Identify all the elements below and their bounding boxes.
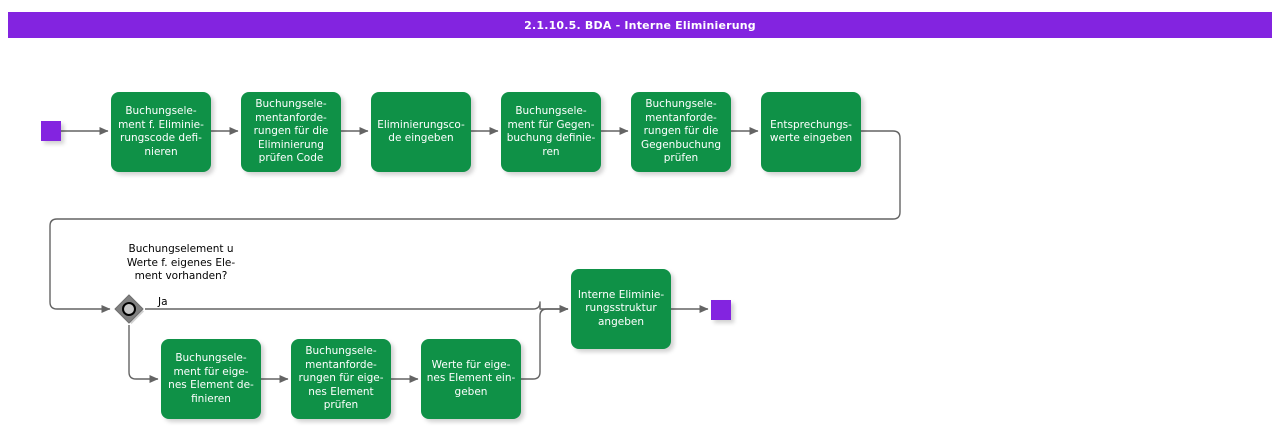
node-label: Buchungsele- mentanforde- rungen für die… [253, 98, 329, 165]
decision-question-label: Buchungselement u Werte f. eigenes Ele- … [126, 243, 236, 282]
process-node-werte-fuer-eigenes-element-eingeben[interactable]: Werte für eige- nes Element ein- geben [421, 339, 521, 419]
page-title: 2.1.10.5. BDA - Interne Eliminierung [524, 18, 756, 32]
edge-decision-no-to-n7 [128, 325, 159, 383]
branch-label-ja: Ja [158, 296, 168, 308]
process-node-buchungselement-gegenbuchung-definieren[interactable]: Buchungsele- ment für Gegen- buchung def… [501, 92, 601, 172]
process-node-buchungselement-eigenes-element-definieren[interactable]: Buchungsele- ment für eige- nes Element … [161, 339, 261, 419]
process-node-buchungselementanforderungen-gegenbuchung-pruefen[interactable]: Buchungsele- mentanforde- rungen für die… [631, 92, 731, 172]
process-node-eliminierungscode-eingeben[interactable]: Eliminierungsco- de eingeben [371, 92, 471, 172]
node-label: Buchungsele- ment für Gegen- buchung def… [506, 105, 596, 158]
node-label: Eliminierungsco- de eingeben [377, 118, 465, 145]
node-label: Werte für eige- nes Element ein- geben [426, 358, 516, 398]
edge-n9-to-n10 [521, 305, 569, 380]
node-label: Buchungsele- mentanforde- rungen für die… [640, 98, 722, 165]
decision-node[interactable] [113, 293, 145, 325]
node-label: Buchungsele- ment für eige- nes Element … [168, 352, 254, 405]
node-label: Entsprechungs- werte eingeben [769, 118, 853, 145]
start-terminator [41, 121, 61, 141]
process-node-interne-eliminierungsstruktur-angeben[interactable]: Interne Eliminie- rungsstruktur angeben [571, 269, 671, 349]
node-label: Buchungsele- ment f. Eliminie- rungscode… [118, 105, 204, 158]
title-bar: 2.1.10.5. BDA - Interne Eliminierung [8, 12, 1272, 38]
edge-decision-yes-to-n10 [145, 301, 569, 313]
process-node-buchungselement-eliminierungscode-definieren[interactable]: Buchungsele- ment f. Eliminie- rungscode… [111, 92, 211, 172]
process-node-buchungselementanforderungen-eigenes-element-pruefen[interactable]: Buchungsele- mentanforde- rungen für eig… [291, 339, 391, 419]
process-node-buchungselementanforderungen-eliminierung-pruefen[interactable]: Buchungsele- mentanforde- rungen für die… [241, 92, 341, 172]
end-terminator [711, 300, 731, 320]
node-label: Buchungsele- mentanforde- rungen für eig… [298, 345, 384, 412]
process-node-entsprechungswerte-eingeben[interactable]: Entsprechungs- werte eingeben [761, 92, 861, 172]
node-label: Interne Eliminie- rungsstruktur angeben [577, 288, 665, 328]
